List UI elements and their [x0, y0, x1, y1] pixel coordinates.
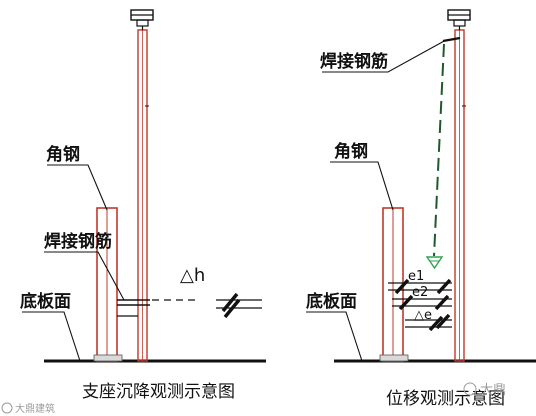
left-survey-rod [137, 29, 149, 362]
left-angle-steel [93, 207, 123, 362]
right-plumb-line [433, 43, 445, 257]
settlement-diagram: 角钢 焊接钢筋 底板面 △h 支座沉降观测示意图 [20, 9, 266, 402]
right-scale-markers [394, 278, 452, 332]
left-label-base-surface: 底板面 [20, 291, 71, 312]
right-label-weld-rebar: 焊接钢筋 [320, 51, 388, 72]
left-label-delta-h: △h [180, 265, 205, 286]
left-leader-weld [44, 251, 125, 301]
watermark-right: 大鼎 [463, 382, 506, 398]
left-leader-base [22, 311, 81, 362]
right-label-e1: e1 [408, 269, 424, 284]
right-label-base-surface: 底板面 [306, 291, 357, 312]
right-leader-weld [322, 39, 447, 73]
right-leader-base [306, 311, 363, 362]
right-label-angle-steel: 角钢 [334, 141, 368, 162]
right-label-delta-e: △e [414, 308, 432, 323]
right-rod-top-cap-icon [447, 9, 471, 30]
watermark-logo-icon [1, 402, 13, 414]
left-label-weld-rebar: 焊接钢筋 [44, 231, 112, 252]
right-survey-rod [454, 29, 466, 362]
watermark-right-logo-icon [463, 382, 477, 396]
right-caption: 位移观测示意图 [386, 389, 505, 409]
left-leader-angle [47, 164, 108, 211]
left-rod-top-cap-icon [130, 9, 154, 30]
left-caption: 支座沉降观测示意图 [82, 382, 235, 402]
watermark-left-text: 大鼎建筑 [15, 402, 55, 415]
displacement-diagram: 焊接钢筋 角钢 底板面 e1 e2 △e 位移观测示意图 [306, 9, 536, 409]
right-label-e2: e2 [412, 285, 428, 300]
right-plumb-bob-icon [425, 256, 444, 270]
watermark-right-text: 大鼎 [480, 383, 506, 398]
left-dh-marker [216, 292, 262, 319]
right-leader-angle [330, 161, 394, 211]
watermark-left: 大鼎建筑 [1, 402, 55, 415]
left-label-angle-steel: 角钢 [46, 144, 80, 165]
left-weld-bar [117, 299, 200, 317]
